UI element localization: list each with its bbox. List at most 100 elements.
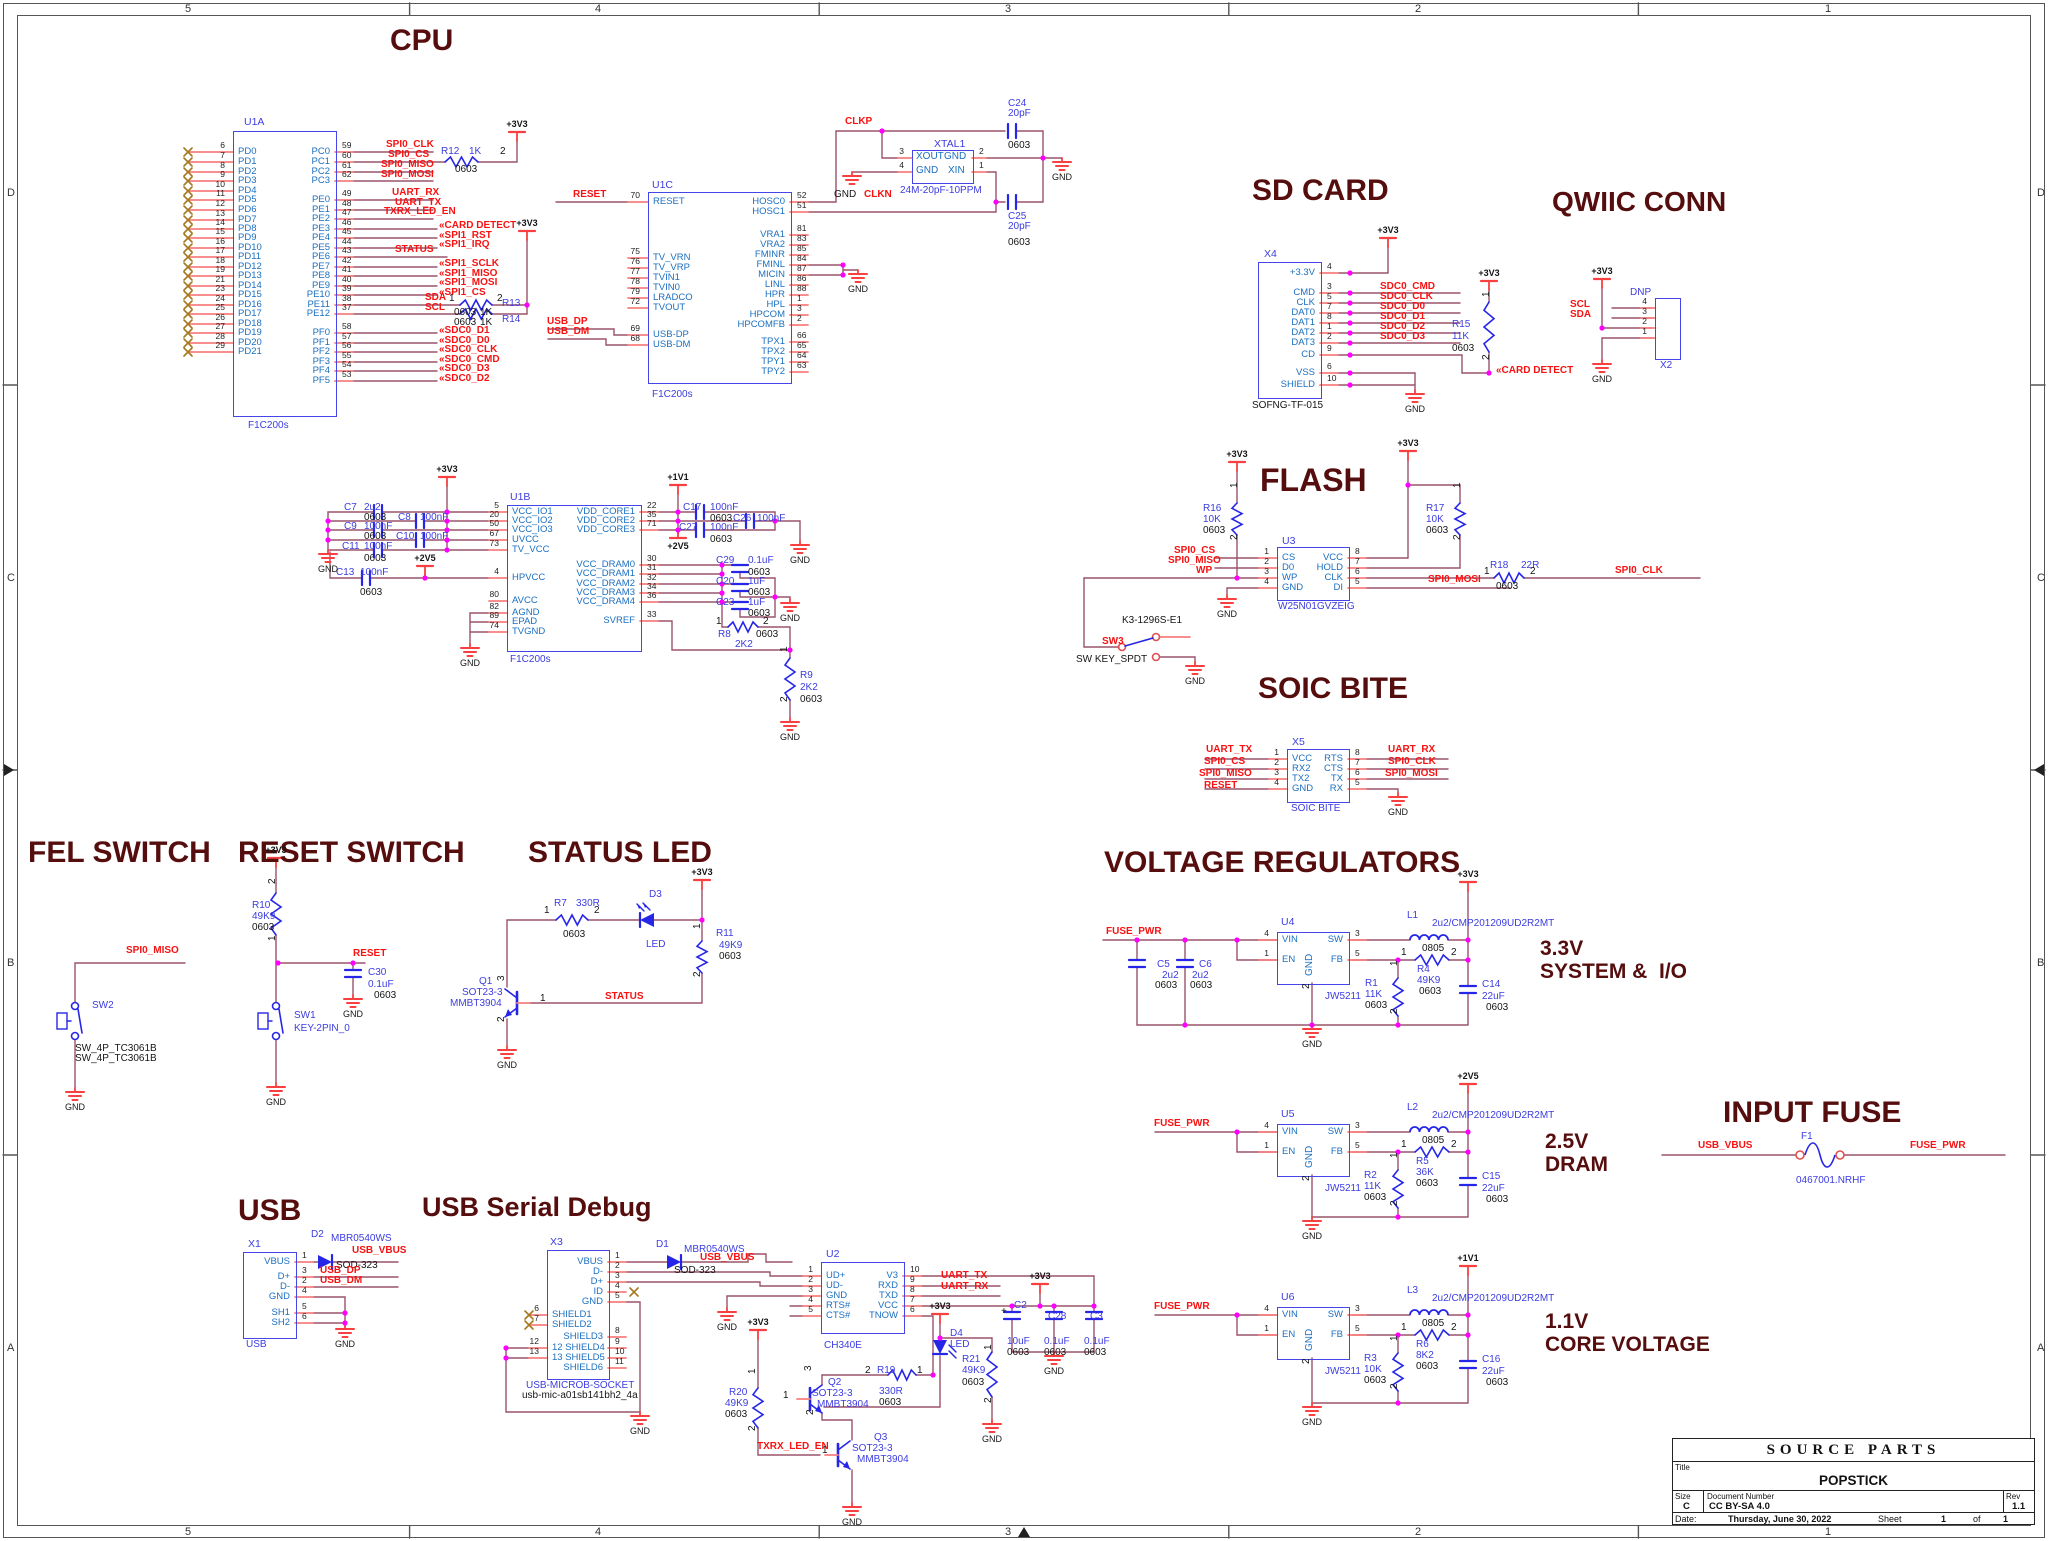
pin-number: 5 [1355,576,1360,586]
label-0603: 0603 [563,929,586,940]
pin-number: 9 [615,1336,620,1346]
pin-name-VCC_DRAM0: VCC_DRAM0 [576,559,635,570]
junction-dot [675,509,681,515]
label-0603: 0603 [454,317,477,328]
pin-number: 1 [1642,326,1647,336]
junction-dot [1182,1022,1188,1028]
resistor [1482,301,1496,353]
label-usb-dp: USB_DP [320,1265,361,1276]
pin-number: 6 [534,1303,539,1313]
pin-number: 2 [797,313,802,323]
pin-name-GND: GND [581,1296,603,1307]
pin-name-AGND: AGND [512,607,540,618]
pin-name-RX: RX [1329,783,1343,794]
pin-name-SW: SW [1327,934,1343,945]
label-2u2: 2u2 [1192,970,1209,981]
label-2: 2 [1301,1175,1312,1181]
no-connect-x [183,243,193,253]
pin-number: 58 [342,321,352,331]
label-2: 2 [496,1016,507,1022]
pin-name-VBUS: VBUS [264,1256,290,1267]
label-c27: C27 [679,522,698,533]
power-label-+1V1: +1V1 [667,472,689,482]
label-0603: 0603 [454,307,477,318]
label-c16: C16 [1482,1354,1501,1365]
pin-number: 8 [1355,546,1360,556]
wire [74,962,186,1003]
pin-name-PD16: PD16 [238,299,262,310]
pin-number: 21 [215,274,225,284]
pin-number: 8 [910,1284,915,1294]
pin-name-RTS#: RTS# [826,1300,851,1311]
pin-name-PE11: PE11 [307,299,330,310]
pin-number: 38 [342,293,352,303]
pin-number: 10 [1327,373,1337,383]
label--spi1-sclk: «SPI1_SCLK [439,258,500,269]
label-0603: 0603 [1365,1000,1388,1011]
pin-number: 1 [979,160,984,170]
section-title-2-5v: 2.5V [1545,1130,1589,1153]
label-c15: C15 [1482,1171,1501,1182]
pin-number: 1 [1274,747,1279,757]
no-connect-x [183,205,193,215]
fuse-terminal [1835,1150,1845,1160]
resistor [783,657,797,701]
label-0-1uf: 0.1uF [368,979,394,990]
label-1: 1 [1401,947,1407,958]
pin-name-USB-DM: USB-DM [653,339,691,350]
power-label-+1V1: +1V1 [1457,1253,1479,1263]
junction-dot [444,518,450,524]
label-spi0-miso: SPI0_MISO [1199,768,1252,779]
label-100nf: 100nF [420,531,449,542]
pin-number: 9 [1327,343,1332,353]
section-title-voltage-regulators: VOLTAGE REGULATORS [1104,846,1461,879]
label-usb-dp: USB_DP [547,316,588,327]
label-spi0-mosi: SPI0_MOSI [381,169,434,180]
power-label-+3V3: +3V3 [1029,1271,1051,1281]
label-sw-4p-tc3061b: SW_4P_TC3061B [75,1043,157,1054]
label-sw-key-spdt: SW KEY_SPDT [1076,654,1148,665]
pin-name-PD3: PD3 [238,175,257,186]
pin-name-VRA2: VRA2 [760,239,785,250]
resistor [751,1387,765,1429]
label-sw3: SW3 [1102,636,1124,647]
pin-number: 81 [797,223,807,233]
transistor-emitter-arrow [843,1461,850,1469]
label--spi1-mosi: «SPI1_MOSI [439,277,498,288]
ic-U3 [1277,547,1350,601]
pin-number: 89 [489,610,499,620]
border-zone-row: D [7,187,15,199]
switch-lever [77,1008,83,1034]
no-connect-x [183,319,193,329]
pin-name-TX: TX [1330,773,1343,784]
junction-dot [503,1345,509,1351]
resistor [1230,502,1244,536]
pin-number: 7 [910,1294,915,1304]
pin-name-TV_VRP: TV_VRP [653,262,690,273]
pin-name-VDD_CORE2: VDD_CORE2 [576,515,635,526]
junction-dot [1395,1332,1401,1338]
gnd-label: GND [497,1060,517,1070]
label-r21: R21 [962,1354,981,1365]
junction-dot [1347,370,1353,376]
part-name: X2 [1660,360,1673,371]
pin-name-LINL: LINL [764,279,785,290]
gnd-label: GND [318,564,338,574]
gnd-label: GND [1052,172,1072,182]
pin-number: 57 [342,331,352,341]
border-zone-col: 3 [1005,1526,1012,1538]
label-2: 2 [779,696,790,702]
junction-dot [1465,1332,1471,1338]
part-name: W25N01GVZEIG [1278,601,1355,612]
size-cell: Size C [1673,1491,1704,1512]
resistor [985,1351,999,1398]
pin-name-VCC_DRAM1: VCC_DRAM1 [576,568,635,579]
label-0603: 0603 [725,1409,748,1420]
pin-number: 2 [615,1260,620,1270]
label-+: + [1001,1306,1007,1317]
label-r16: R16 [1203,503,1222,514]
pin-number: 1 [615,1250,620,1260]
switch-contact [271,1031,281,1041]
label-1: 1 [1389,1335,1400,1341]
